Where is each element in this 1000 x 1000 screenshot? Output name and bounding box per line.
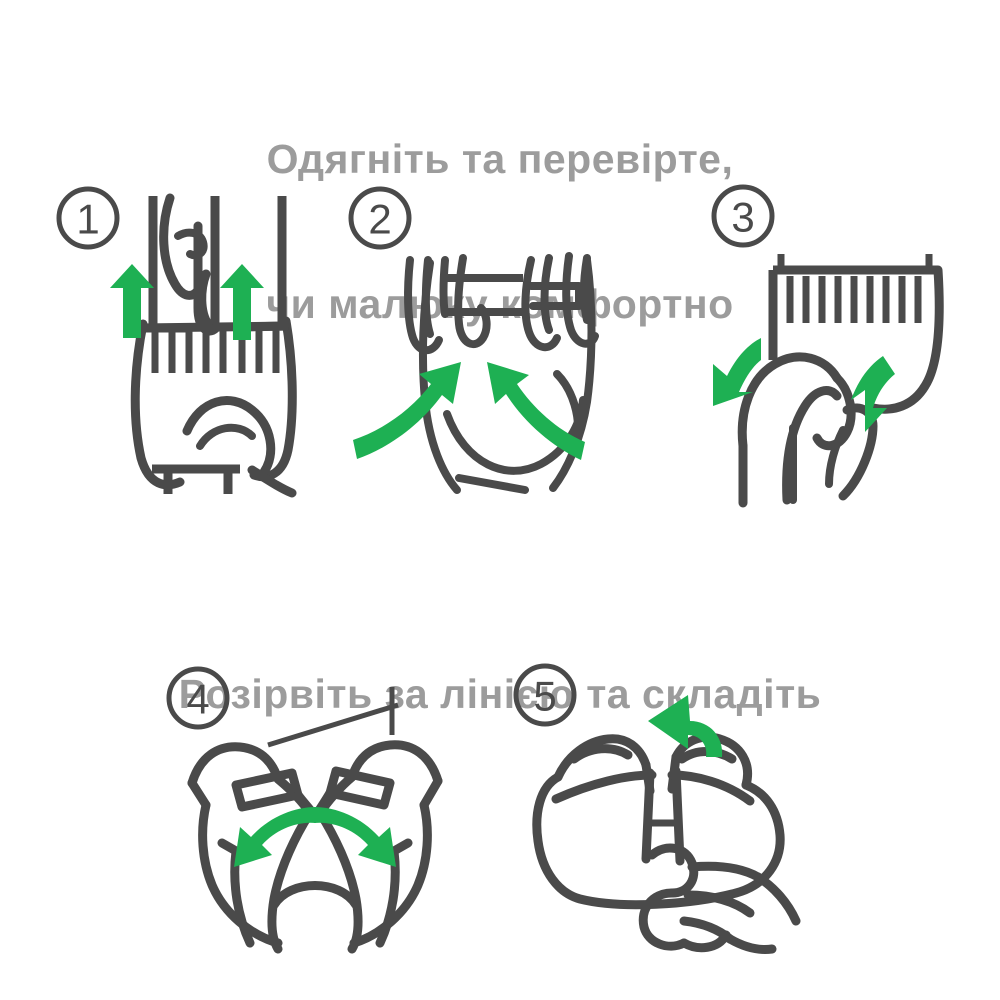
- step-2-badge: 2: [348, 186, 412, 250]
- step-5-illustration: [532, 732, 801, 954]
- step-1-illustration: [130, 193, 297, 498]
- step-2-arrow-left: [353, 362, 461, 459]
- step-3-badge: 3: [711, 184, 775, 248]
- step-5-number: 5: [533, 673, 556, 720]
- step-3: 3: [695, 178, 995, 508]
- step-4-arrow-left: [234, 807, 316, 867]
- step-1-number: 1: [76, 196, 99, 243]
- step-5: 5: [500, 655, 840, 955]
- step-3-illustration: [737, 254, 944, 508]
- step-5-arrow: [648, 695, 723, 757]
- step-1-waistband-ticks: [151, 330, 280, 373]
- step-3-arrow-right: [851, 356, 895, 432]
- section-2-heading-line-1: Розірвіть за лінією та складіть: [178, 670, 822, 717]
- step-2-illustration: [404, 252, 599, 494]
- step-4-number: 4: [186, 676, 209, 723]
- section-1-heading-line-1: Одягніть та перевірте,: [266, 135, 734, 182]
- step-2-number: 2: [368, 196, 391, 243]
- step-3-waistband-ticks: [786, 276, 922, 323]
- section-2-heading: Розірвіть за лінією та складіть: [0, 573, 1000, 815]
- step-1-arrow-right: [220, 264, 264, 340]
- step-1: 1: [40, 178, 340, 498]
- step-2-arrow-right: [487, 362, 585, 460]
- step-3-number: 3: [731, 194, 754, 241]
- step-2: 2: [335, 178, 635, 498]
- step-4: 4: [150, 655, 480, 955]
- step-5-badge: 5: [513, 663, 577, 727]
- step-4-badge: 4: [166, 666, 230, 730]
- step-4-arrow-right: [314, 807, 396, 867]
- step-1-badge: 1: [56, 186, 120, 250]
- step-1-arrow-left: [110, 264, 154, 338]
- step-3-arrow-left: [713, 338, 761, 406]
